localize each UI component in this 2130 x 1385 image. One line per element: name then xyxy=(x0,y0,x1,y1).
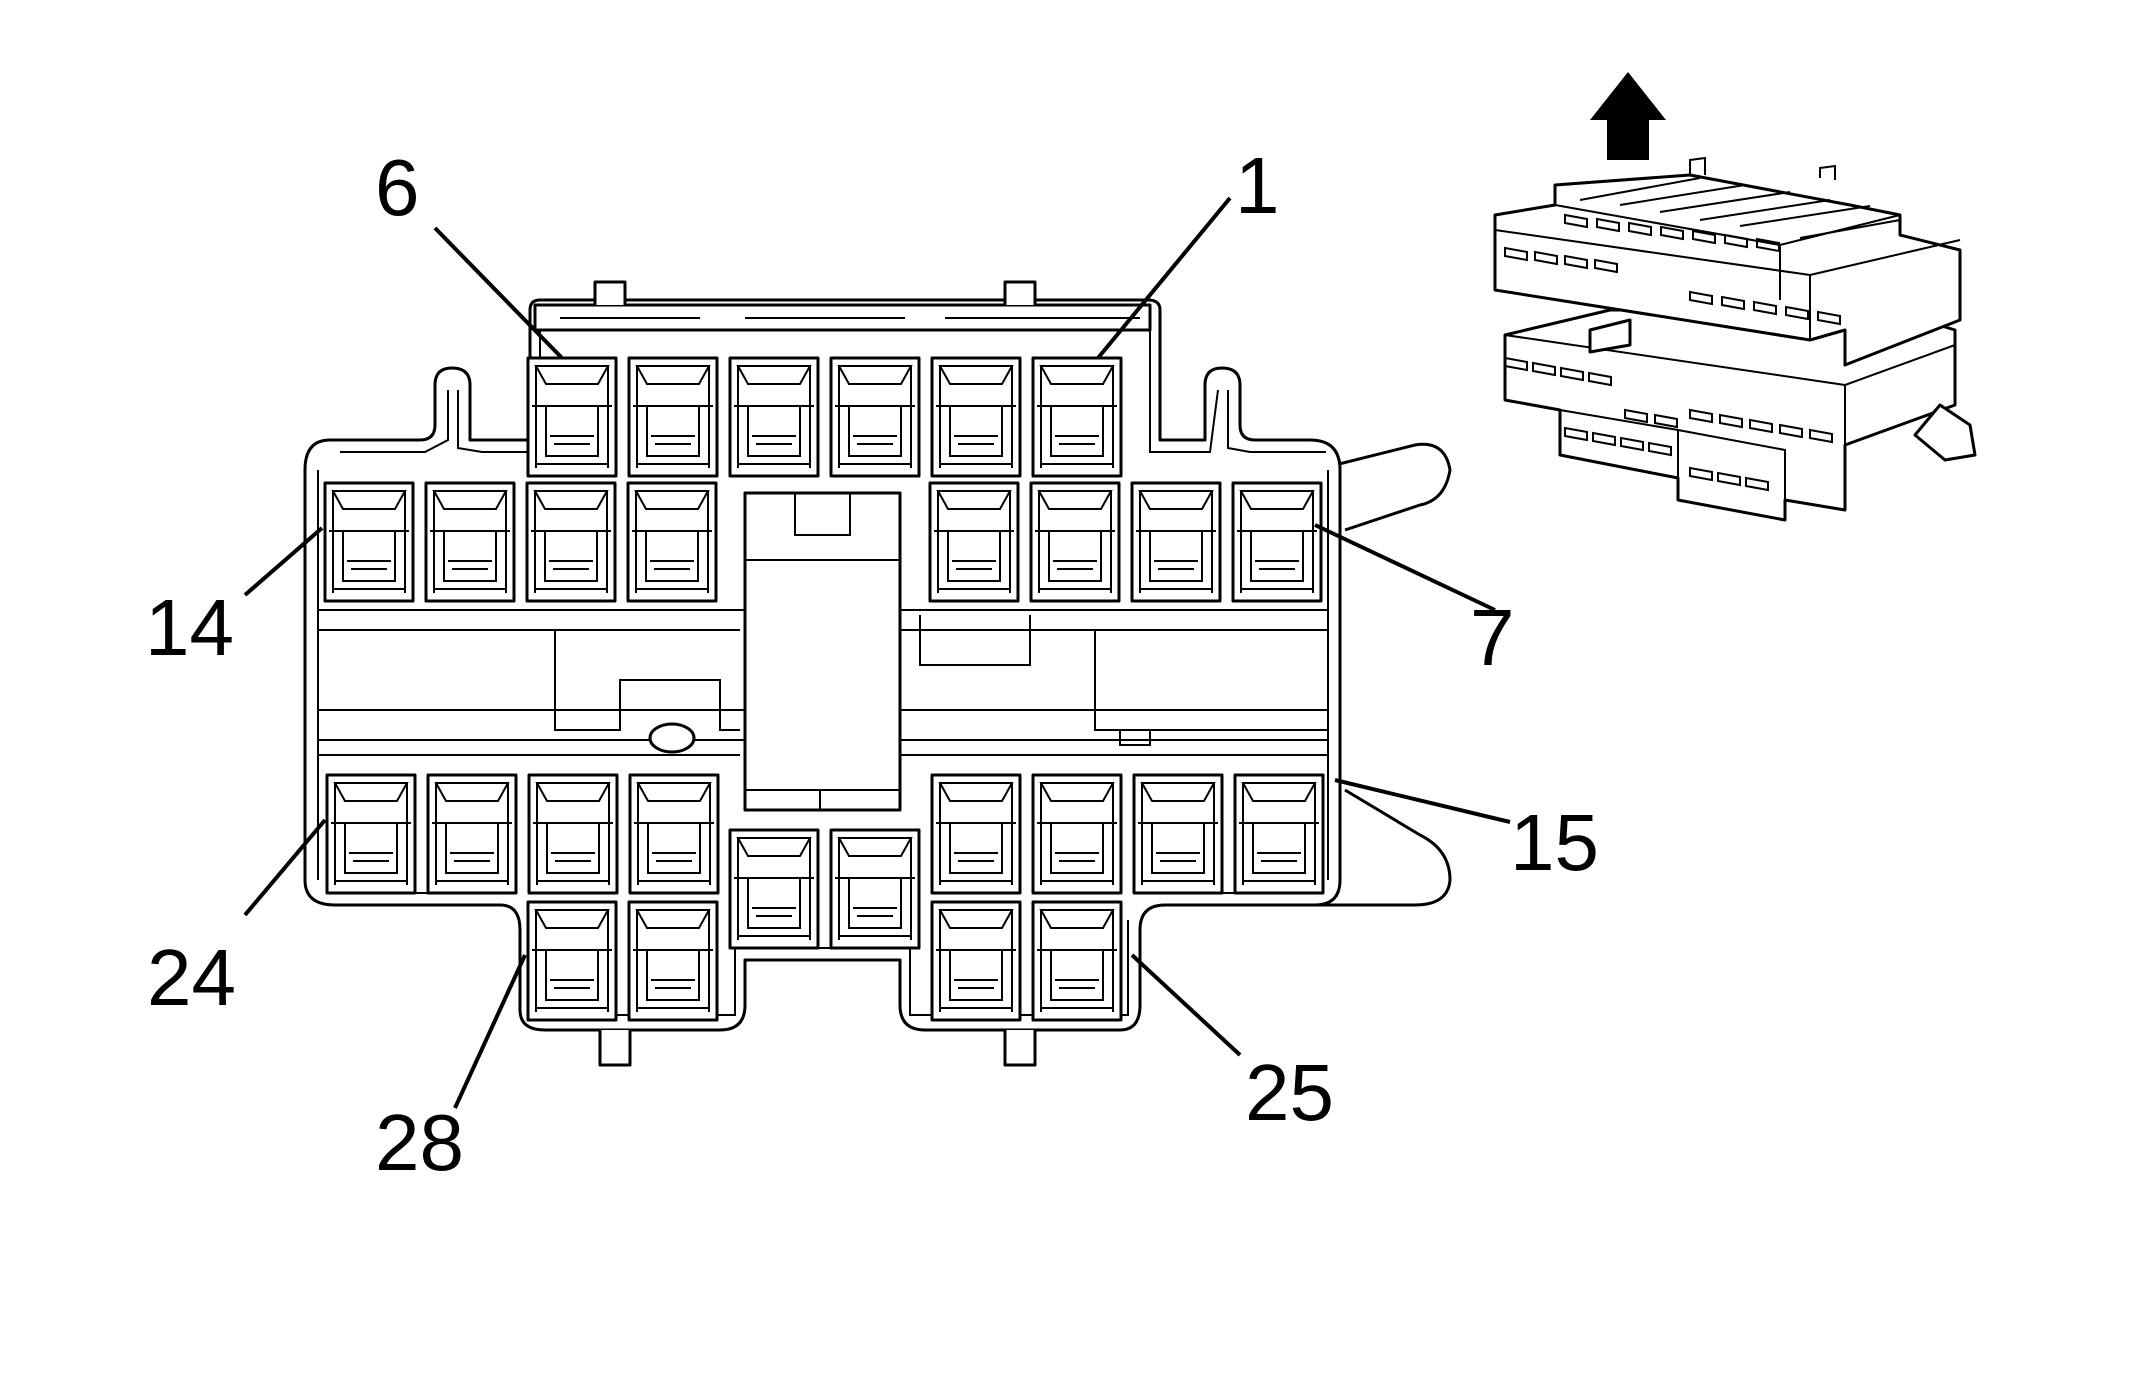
iso-window xyxy=(1560,366,1584,382)
iso-window xyxy=(1721,295,1745,311)
iso-window xyxy=(1628,221,1652,237)
iso-window xyxy=(1654,413,1678,429)
pin-label-24: 24 xyxy=(147,933,236,1022)
iso-window xyxy=(1564,213,1588,229)
leader-pin-1 xyxy=(1096,196,1232,360)
terminal-cavity xyxy=(626,481,718,603)
iso-window xyxy=(1753,300,1777,316)
center-hole xyxy=(648,722,696,754)
bottom-tab-left xyxy=(598,1030,632,1067)
iso-window xyxy=(1648,441,1672,457)
iso-window xyxy=(1717,471,1741,487)
leader-pin-25 xyxy=(1130,953,1242,1057)
center-key-slot xyxy=(743,491,902,812)
iso-window xyxy=(1809,428,1833,444)
iso-window xyxy=(1719,413,1743,429)
iso-window xyxy=(1689,466,1713,482)
iso-window xyxy=(1564,254,1588,270)
pin-label-28: 28 xyxy=(375,1098,464,1187)
right-fin-upper xyxy=(1314,442,1452,532)
terminal-cavity xyxy=(728,828,820,950)
iso-window xyxy=(1594,258,1618,274)
iso-keyway xyxy=(1588,318,1632,354)
connector-isometric-view xyxy=(1493,156,1977,522)
leader-lines xyxy=(243,196,1511,1109)
terminal-cavity xyxy=(628,773,720,895)
iso-window xyxy=(1624,408,1648,424)
leader-pin-28 xyxy=(453,954,527,1109)
leader-pin-24 xyxy=(243,818,327,917)
center-band xyxy=(318,491,1328,812)
iso-window xyxy=(1504,356,1528,372)
iso-window xyxy=(1724,233,1748,249)
terminal-cavity xyxy=(426,773,518,895)
terminal-cavity xyxy=(325,773,417,895)
iso-window xyxy=(1660,225,1684,241)
iso-window xyxy=(1596,217,1620,233)
terminal-cavity xyxy=(627,356,719,478)
pin-label-14: 14 xyxy=(145,583,234,672)
terminal-cavity xyxy=(526,900,618,1022)
iso-window xyxy=(1620,436,1644,452)
leader-pin-15 xyxy=(1334,778,1511,824)
pin-label-25: 25 xyxy=(1245,1048,1334,1137)
terminal-cavity xyxy=(1029,481,1121,603)
iso-window xyxy=(1689,290,1713,306)
terminal-cavity xyxy=(1031,356,1123,478)
iso-side-latch xyxy=(1913,403,1977,462)
terminal-cavity xyxy=(728,356,820,478)
iso-window xyxy=(1592,431,1616,447)
right-fin-lower xyxy=(1315,788,1452,907)
iso-window xyxy=(1534,250,1558,266)
leader-pin-6 xyxy=(433,226,564,360)
leader-pin-14 xyxy=(243,526,324,597)
iso-window xyxy=(1745,476,1769,492)
terminal-cavity xyxy=(829,356,921,478)
terminal-cavity xyxy=(930,773,1022,895)
terminal-cavity xyxy=(627,900,719,1022)
terminal-cavity xyxy=(424,481,516,603)
bottom-tab-right xyxy=(1003,1030,1037,1067)
terminal-cavity xyxy=(829,828,921,950)
iso-window xyxy=(1749,418,1773,434)
top-tab-left xyxy=(593,280,627,305)
iso-window xyxy=(1689,408,1713,424)
iso-window xyxy=(1817,310,1841,326)
terminal-cavity xyxy=(1233,773,1325,895)
terminal-cavity xyxy=(525,481,617,603)
top-tab-right xyxy=(1003,280,1037,305)
pin-label-15: 15 xyxy=(1510,798,1599,887)
iso-window xyxy=(1504,246,1528,262)
terminal-cavity xyxy=(1031,773,1123,895)
iso-window xyxy=(1532,361,1556,377)
terminal-cavity xyxy=(928,481,1020,603)
terminal-cavity xyxy=(1132,773,1224,895)
terminal-cavity xyxy=(526,356,618,478)
iso-window xyxy=(1779,423,1803,439)
iso-window xyxy=(1756,237,1780,253)
iso-window xyxy=(1564,426,1588,442)
terminal-cavity xyxy=(930,356,1022,478)
terminal-cavity xyxy=(930,900,1022,1022)
pin-label-7: 7 xyxy=(1470,593,1515,682)
iso-window xyxy=(1692,229,1716,245)
terminal-cavity xyxy=(1031,900,1123,1022)
terminal-cavity xyxy=(323,481,415,603)
pin-label-6: 6 xyxy=(375,143,420,232)
pin-labels: 6 1 7 14 15 24 25 28 xyxy=(145,141,1599,1187)
leader-pin-7 xyxy=(1314,523,1496,612)
pin-label-1: 1 xyxy=(1235,141,1280,230)
terminal-cavity xyxy=(1130,481,1222,603)
terminal-cavities xyxy=(323,356,1325,1022)
iso-window xyxy=(1785,305,1809,321)
iso-window xyxy=(1588,371,1612,387)
up-arrow-icon xyxy=(1590,72,1666,160)
terminal-cavity xyxy=(527,773,619,895)
iso-cavity-windows xyxy=(1504,213,1841,492)
terminal-cavity xyxy=(1231,481,1323,603)
